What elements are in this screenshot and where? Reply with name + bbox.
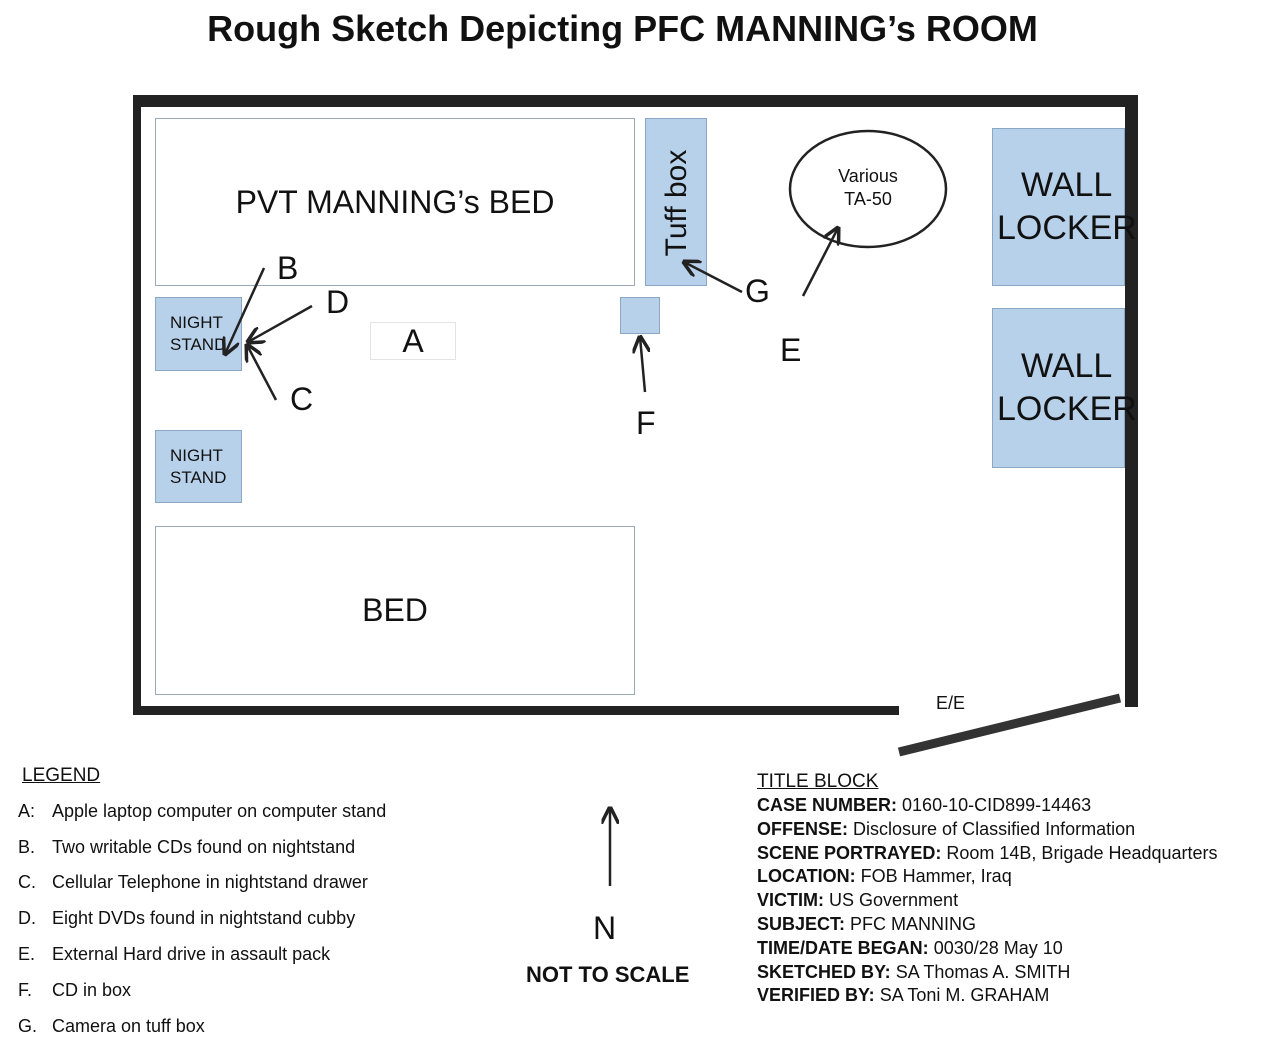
title-block-row: CASE NUMBER: 0160-10-CID899-14463 [757, 795, 1091, 816]
legend-key: B. [18, 837, 36, 857]
wall-bottom [133, 706, 899, 715]
legend-key: E. [18, 944, 36, 964]
legend-text: CD in box [52, 980, 132, 1000]
arrow-f [640, 337, 645, 393]
arrow-c [247, 345, 278, 401]
marker-a: A [402, 322, 424, 359]
marker-d: D [326, 284, 350, 320]
title-block-label: SUBJECT: [757, 914, 846, 934]
second-bed: BED [155, 526, 635, 695]
title-block-label: VICTIM: [757, 890, 824, 911]
legend-key: D. [18, 908, 36, 928]
legend-item: G. Camera on tuff box [18, 1016, 205, 1037]
legend-text: External Hard drive in assault pack [52, 944, 331, 964]
north-label: N [593, 910, 617, 946]
title-block-row: SUBJECT: PFC MANNING [757, 914, 976, 935]
pvt-manning-bed: PVT MANNING’s BED [155, 118, 635, 286]
wall-left [133, 95, 141, 715]
legend-text: Camera on tuff box [52, 1016, 205, 1036]
title-block-row: SKETCHED BY: SA Thomas A. SMITH [757, 962, 1070, 983]
legend-text: Two writable CDs found on nightstand [52, 837, 356, 857]
second-bed-label: BED [362, 592, 428, 628]
various-label-line-1: Various [838, 166, 898, 186]
title-block-value: US Government [829, 890, 959, 911]
legend-key: A: [18, 801, 36, 821]
legend-item: C. Cellular Telephone in nightstand drawe… [18, 872, 368, 893]
marker-g: G [745, 273, 770, 309]
arrow-b [225, 267, 266, 354]
nightstand-1-label-line-2: STAND [170, 335, 227, 354]
not-to-scale-note: NOT TO SCALE [526, 962, 690, 987]
legend-item: E. External Hard drive in assault pack [18, 944, 330, 965]
tuff-box: Tuff box [645, 118, 707, 286]
title-block-value: Disclosure of Classified Information [853, 818, 1136, 839]
legend-item: D. Eight DVDs found in nightstand cubby [18, 908, 355, 929]
arrow-g [684, 262, 743, 294]
title-block-value: Room 14B, Brigade Headquarters [946, 842, 1218, 863]
title-block-row: VICTIM: US Government [757, 890, 958, 911]
legend-title: LEGEND [22, 765, 101, 786]
pvt-manning-bed-label: PVT MANNING’s BED [235, 183, 555, 220]
arrow-e [801, 228, 838, 297]
title-block-heading: TITLE BLOCK [757, 771, 879, 792]
wall-locker-1: WALL LOCKER [992, 128, 1137, 286]
door-swing [897, 693, 1122, 757]
legend-text: Cellular Telephone in nightstand drawer [52, 872, 368, 892]
title-block-row: VERIFIED BY: SA Toni M. GRAHAM [757, 985, 1049, 1006]
legend-key: C. [18, 872, 36, 892]
title-block-row: OFFENSE: Disclosure of Classified Inform… [757, 819, 1135, 840]
wall-locker-2: WALL LOCKER [992, 308, 1137, 468]
marker-f: F [636, 405, 656, 441]
marker-e: E [780, 332, 802, 368]
title-block-value: 0030/28 May 10 [933, 937, 1063, 958]
wall-locker-2-line-1: WALL [1021, 347, 1113, 385]
title-block-label: VERIFIED BY: [757, 985, 875, 1006]
various-ta50-label: Various TA-50 [790, 165, 946, 211]
wall-locker-1-line-2: LOCKER [997, 209, 1137, 247]
title-block-label: SCENE PORTRAYED: [757, 842, 942, 863]
title-block-label: SKETCHED BY: [757, 961, 891, 982]
nightstand-1-label-line-1: NIGHT [170, 313, 223, 332]
legend-key: G. [18, 1016, 38, 1036]
wall-right [1125, 95, 1138, 707]
laptop-marker-box: A [370, 322, 456, 360]
door-label: E/E [936, 693, 966, 713]
title-block-value: PFC MANNING [850, 914, 977, 934]
nightstand-2-label-line-2: STAND [170, 467, 227, 487]
title-block-label: OFFENSE: [757, 818, 849, 839]
title-block-row: LOCATION: FOB Hammer, Iraq [757, 866, 1012, 887]
legend-key: F. [18, 980, 33, 1000]
title-block-row: SCENE PORTRAYED: Room 14B, Brigade Headq… [757, 843, 1218, 864]
cd-box [620, 297, 660, 334]
diagram-title: Rough Sketch Depicting PFC MANNING’s ROO… [207, 8, 1038, 49]
various-ta50-ellipse [788, 129, 948, 249]
title-block-value: FOB Hammer, Iraq [860, 866, 1012, 887]
title-block-value: 0160-10-CID899-14463 [902, 795, 1092, 815]
legend-text: Eight DVDs found in nightstand cubby [52, 908, 356, 928]
nightstand-2: NIGHT STAND [155, 430, 242, 503]
wall-locker-2-line-2: LOCKER [997, 390, 1137, 428]
nightstand-2-label-line-1: NIGHT [170, 445, 223, 465]
marker-b: B [277, 250, 299, 286]
title-block-label: CASE NUMBER: [757, 795, 898, 815]
title-block-value: SA Toni M. GRAHAM [879, 985, 1050, 1006]
wall-top [133, 95, 1138, 107]
title-block-label: TIME/DATE BEGAN: [757, 937, 929, 958]
arrow-d [248, 304, 313, 342]
title-block-row: TIME/DATE BEGAN: 0030/28 May 10 [757, 938, 1063, 959]
legend-item: B. Two writable CDs found on nightstand [18, 837, 355, 858]
title-block-label: LOCATION: [757, 866, 856, 887]
various-label-line-2: TA-50 [844, 189, 892, 209]
legend-item: A: Apple laptop computer on computer stan… [18, 801, 386, 822]
legend-text: Apple laptop computer on computer stand [52, 801, 387, 821]
marker-c: C [290, 381, 314, 417]
wall-locker-1-line-1: WALL [1021, 166, 1113, 204]
title-block-value: SA Thomas A. SMITH [895, 961, 1071, 982]
legend-item: F. CD in box [18, 980, 131, 1001]
